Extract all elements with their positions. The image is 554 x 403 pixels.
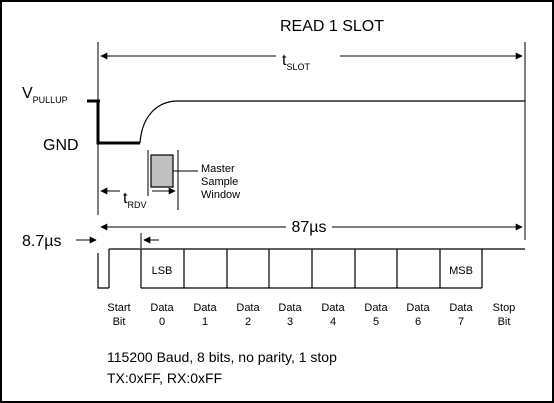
- frame-duration-dimension: 87µs: [100, 219, 523, 236]
- baud-config-text: 115200 Baud, 8 bits, no parity, 1 stop: [107, 349, 337, 365]
- bit-label-data7-2: 7: [458, 316, 464, 328]
- bit-label-stop-2: Bit: [498, 316, 511, 328]
- vpullup-label: VPULLUP: [22, 85, 68, 105]
- sample-window-box: [150, 154, 174, 188]
- start-offset-dimension: 8.7µs: [22, 233, 159, 250]
- bit-label-data6-2: 6: [415, 316, 421, 328]
- diagram-title: READ 1 SLOT: [280, 18, 384, 35]
- bit-label-data7-1: Data: [449, 302, 473, 314]
- signal-waveform: [87, 99, 525, 145]
- bit-label-start-2: Bit: [113, 316, 126, 328]
- bit-label-data0-2: 0: [159, 316, 165, 328]
- bit-label-data0-1: Data: [150, 302, 174, 314]
- bit-label-data2-1: Data: [236, 302, 260, 314]
- bit-label-data3-1: Data: [278, 302, 302, 314]
- uart-frame: LSB MSB Start Bit Data 0 Data 1 Data 2 D…: [97, 248, 525, 328]
- tslot-label: tSLOT: [282, 52, 310, 72]
- bit-label-start-1: Start: [107, 302, 130, 314]
- frame-duration-label: 87µs: [291, 219, 326, 236]
- msb-label: MSB: [449, 265, 473, 277]
- start-offset-label: 8.7µs: [22, 233, 61, 250]
- trdv-dimension: tRDV: [100, 187, 176, 210]
- bit-label-data5-2: 5: [373, 316, 379, 328]
- bit-label-data2-2: 2: [245, 316, 251, 328]
- lsb-label: LSB: [152, 265, 173, 277]
- bit-label-data4-2: 4: [330, 316, 336, 328]
- bit-label-stop-1: Stop: [493, 302, 516, 314]
- bit-label-data5-1: Data: [364, 302, 388, 314]
- trdv-label: tRDV: [123, 190, 146, 210]
- tx-rx-values-text: TX:0xFF, RX:0xFF: [107, 370, 222, 386]
- bit-label-data6-1: Data: [406, 302, 430, 314]
- tslot-dimension: tSLOT: [97, 42, 526, 240]
- bit-label-data1-2: 1: [202, 316, 208, 328]
- rising-edge: [139, 100, 525, 144]
- bit-label-data3-2: 3: [287, 316, 293, 328]
- sample-window-label-3: Window: [201, 189, 240, 201]
- bit-label-data4-1: Data: [321, 302, 345, 314]
- bit-label-data1-1: Data: [193, 302, 217, 314]
- master-low-pulse: [96, 101, 140, 145]
- master-sample-window: Master Sample Window: [147, 150, 240, 210]
- sample-window-label-2: Sample: [201, 176, 238, 188]
- start-bit-low: [97, 253, 109, 289]
- gnd-label: GND: [43, 137, 79, 154]
- sample-window-label-1: Master: [201, 163, 235, 175]
